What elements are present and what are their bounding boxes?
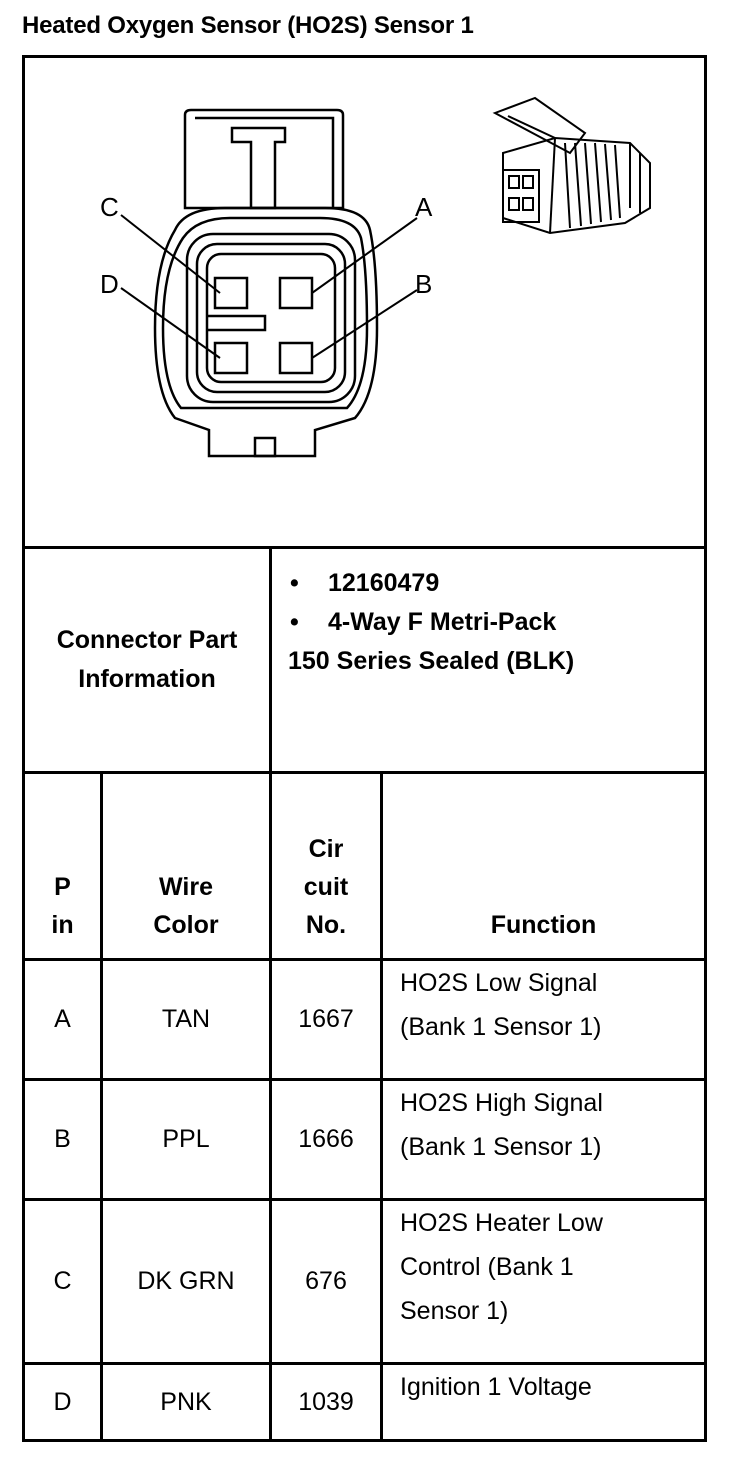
connector-info-label-line2: Information bbox=[78, 665, 216, 693]
header-circuit-line1: Cir bbox=[308, 835, 344, 863]
row-a-function-line1: HO2S Low Signal bbox=[400, 969, 598, 997]
header-pin-line1: P bbox=[54, 873, 71, 901]
divider-header bbox=[22, 958, 707, 961]
connector-description: 4-Way F Metri-Pack bbox=[328, 608, 557, 636]
row-c-function-line1: HO2S Heater Low bbox=[400, 1209, 603, 1237]
connector-3d-icon bbox=[492, 96, 651, 235]
divider-col-function bbox=[380, 771, 383, 1442]
part-number: 12160479 bbox=[328, 569, 440, 597]
bullet: • bbox=[290, 569, 299, 597]
header-function: Function bbox=[383, 774, 704, 958]
page-title: Heated Oxygen Sensor (HO2S) Sensor 1 bbox=[22, 12, 474, 39]
divider-diagram bbox=[22, 546, 707, 549]
header-function-label: Function bbox=[490, 911, 597, 939]
row-b-wire: PPL bbox=[162, 1125, 210, 1154]
connector-face-diagram: C A D B bbox=[100, 96, 651, 458]
label-a: A bbox=[415, 192, 433, 222]
row-c-circuit: 676 bbox=[305, 1267, 347, 1296]
header-wire-line2: Color bbox=[153, 911, 219, 939]
divider-row-a bbox=[22, 1078, 707, 1081]
header-circuit-no: Cir cuit No. bbox=[272, 774, 380, 958]
cavity-b bbox=[278, 341, 314, 375]
label-b: B bbox=[415, 269, 432, 299]
divider-col-circuit-left bbox=[269, 546, 272, 1442]
row-b-function: HO2S High Signal (Bank 1 Sensor 1) bbox=[400, 1081, 700, 1198]
row-d-pin: D bbox=[53, 1387, 72, 1416]
cavity-a bbox=[278, 276, 314, 310]
row-b-function-line2: (Bank 1 Sensor 1) bbox=[400, 1133, 602, 1161]
connector-table bbox=[22, 55, 707, 1442]
header-wire-line1: Wire bbox=[159, 873, 213, 901]
row-a-pin: A bbox=[54, 1005, 71, 1034]
label-d: D bbox=[100, 269, 119, 299]
connector-info-value: • 12160479 • 4-Way F Metri-Pack 150 Seri… bbox=[272, 549, 704, 771]
row-a-circuit: 1667 bbox=[298, 1005, 354, 1034]
connector-info-label-line1: Connector Part bbox=[56, 626, 238, 655]
cavity-d bbox=[213, 341, 249, 375]
row-b-circuit: 1666 bbox=[298, 1125, 354, 1154]
row-d-function-line1: Ignition 1 Voltage bbox=[400, 1373, 592, 1401]
header-circuit-line3: No. bbox=[305, 911, 347, 939]
row-b-function-line1: HO2S High Signal bbox=[400, 1089, 603, 1117]
row-c-wire: DK GRN bbox=[137, 1267, 235, 1296]
row-c-function-line2: Control (Bank 1 bbox=[400, 1253, 574, 1281]
row-d-circuit: 1039 bbox=[298, 1387, 354, 1416]
divider-row-b bbox=[22, 1198, 707, 1201]
bullet: • bbox=[290, 608, 299, 636]
header-wire-color: Wire Color bbox=[103, 774, 269, 958]
row-d-function: Ignition 1 Voltage bbox=[400, 1365, 700, 1439]
header-pin-line2: in bbox=[51, 911, 74, 939]
row-a-wire: TAN bbox=[161, 1005, 211, 1034]
row-c-pin: C bbox=[53, 1267, 72, 1296]
row-a-function: HO2S Low Signal (Bank 1 Sensor 1) bbox=[400, 961, 700, 1078]
divider-col-pin bbox=[100, 771, 103, 1442]
row-c-function: HO2S Heater Low Control (Bank 1 Sensor 1… bbox=[400, 1201, 700, 1362]
cavity-c bbox=[213, 276, 249, 310]
label-c: C bbox=[100, 192, 119, 222]
connector-info-label: Connector Part Information bbox=[25, 549, 269, 771]
connector-face-icon bbox=[153, 108, 379, 458]
divider-row-c bbox=[22, 1362, 707, 1365]
row-a-function-line2: (Bank 1 Sensor 1) bbox=[400, 1013, 602, 1041]
row-c-function-line3: Sensor 1) bbox=[400, 1297, 509, 1325]
row-d-wire: PNK bbox=[160, 1387, 212, 1416]
row-b-pin: B bbox=[54, 1125, 71, 1154]
connector-description-cont: 150 Series Sealed (BLK) bbox=[288, 647, 575, 675]
header-circuit-line2: cuit bbox=[303, 873, 349, 901]
header-pin: P in bbox=[25, 774, 100, 958]
divider-info bbox=[22, 771, 707, 774]
